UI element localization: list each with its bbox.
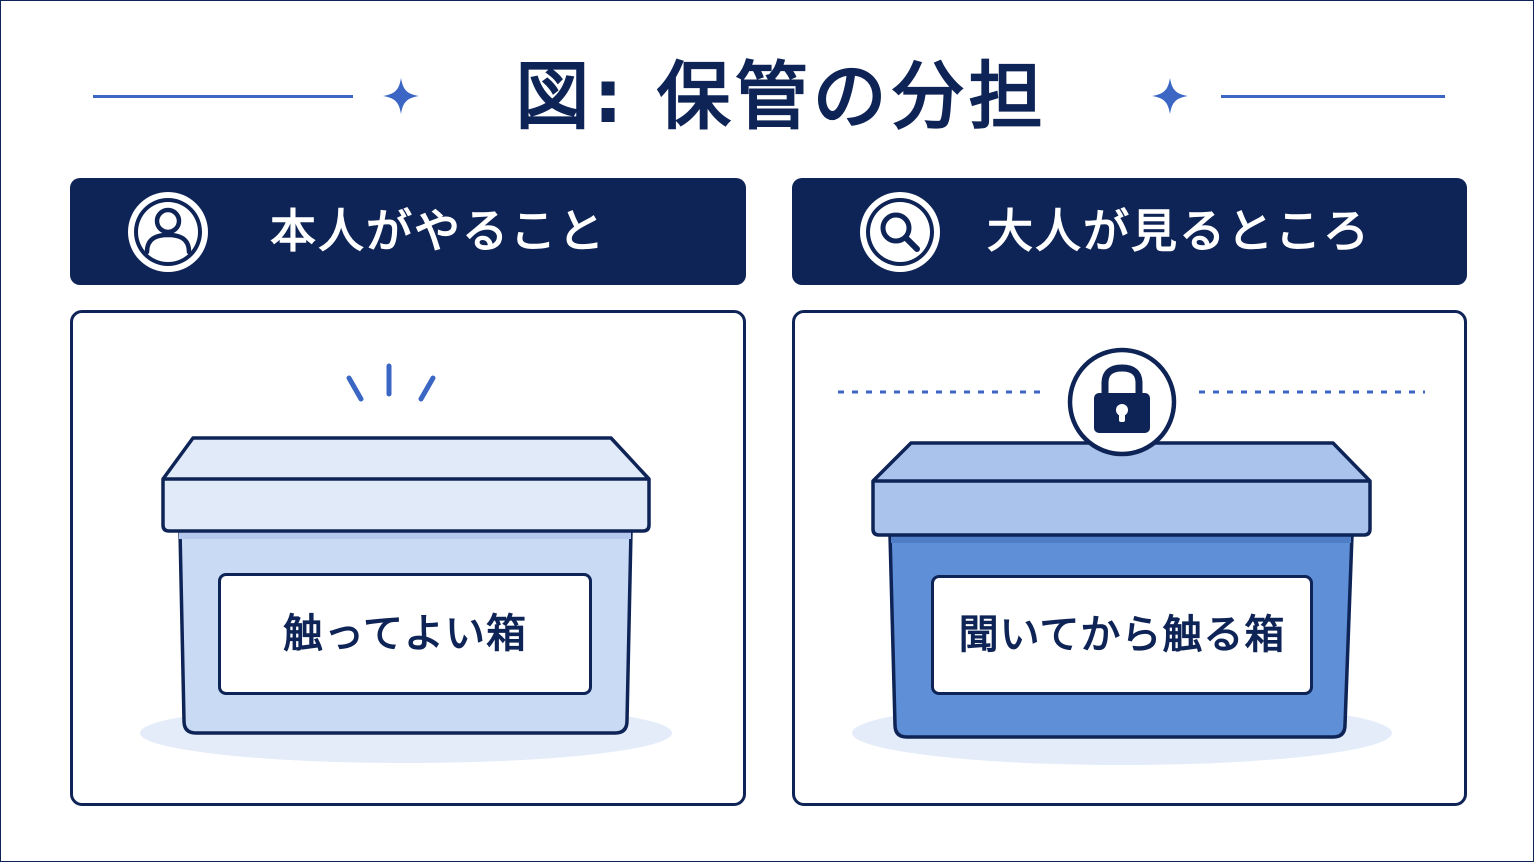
box-label-self: 触ってよい箱 [218, 573, 592, 695]
box-label-adult: 聞いてから触る箱 [931, 575, 1313, 695]
person-icon [128, 192, 208, 272]
sparkle-icon [383, 78, 419, 114]
header-adult: 大人が見るところ [792, 178, 1467, 285]
panel-adult: 聞いてから触る箱 [792, 310, 1467, 806]
panel-self: 触ってよい箱 [70, 310, 746, 806]
locked-box-illustration [838, 347, 1425, 765]
title-divider-right [1221, 95, 1445, 98]
padlock-icon [1067, 347, 1177, 457]
magnifier-icon [860, 192, 940, 272]
title-divider-left [93, 95, 353, 98]
header-label-self: 本人がやること [270, 204, 606, 258]
page-title: 図: 保管の分担 [515, 54, 1047, 140]
sparkle-lines-icon [346, 363, 436, 402]
open-box-illustration [140, 363, 672, 763]
sparkle-icon [1152, 78, 1188, 114]
header-self: 本人がやること [70, 178, 746, 285]
title-row: 図: 保管の分担 [1, 49, 1533, 149]
header-label-adult: 大人が見るところ [987, 204, 1371, 258]
